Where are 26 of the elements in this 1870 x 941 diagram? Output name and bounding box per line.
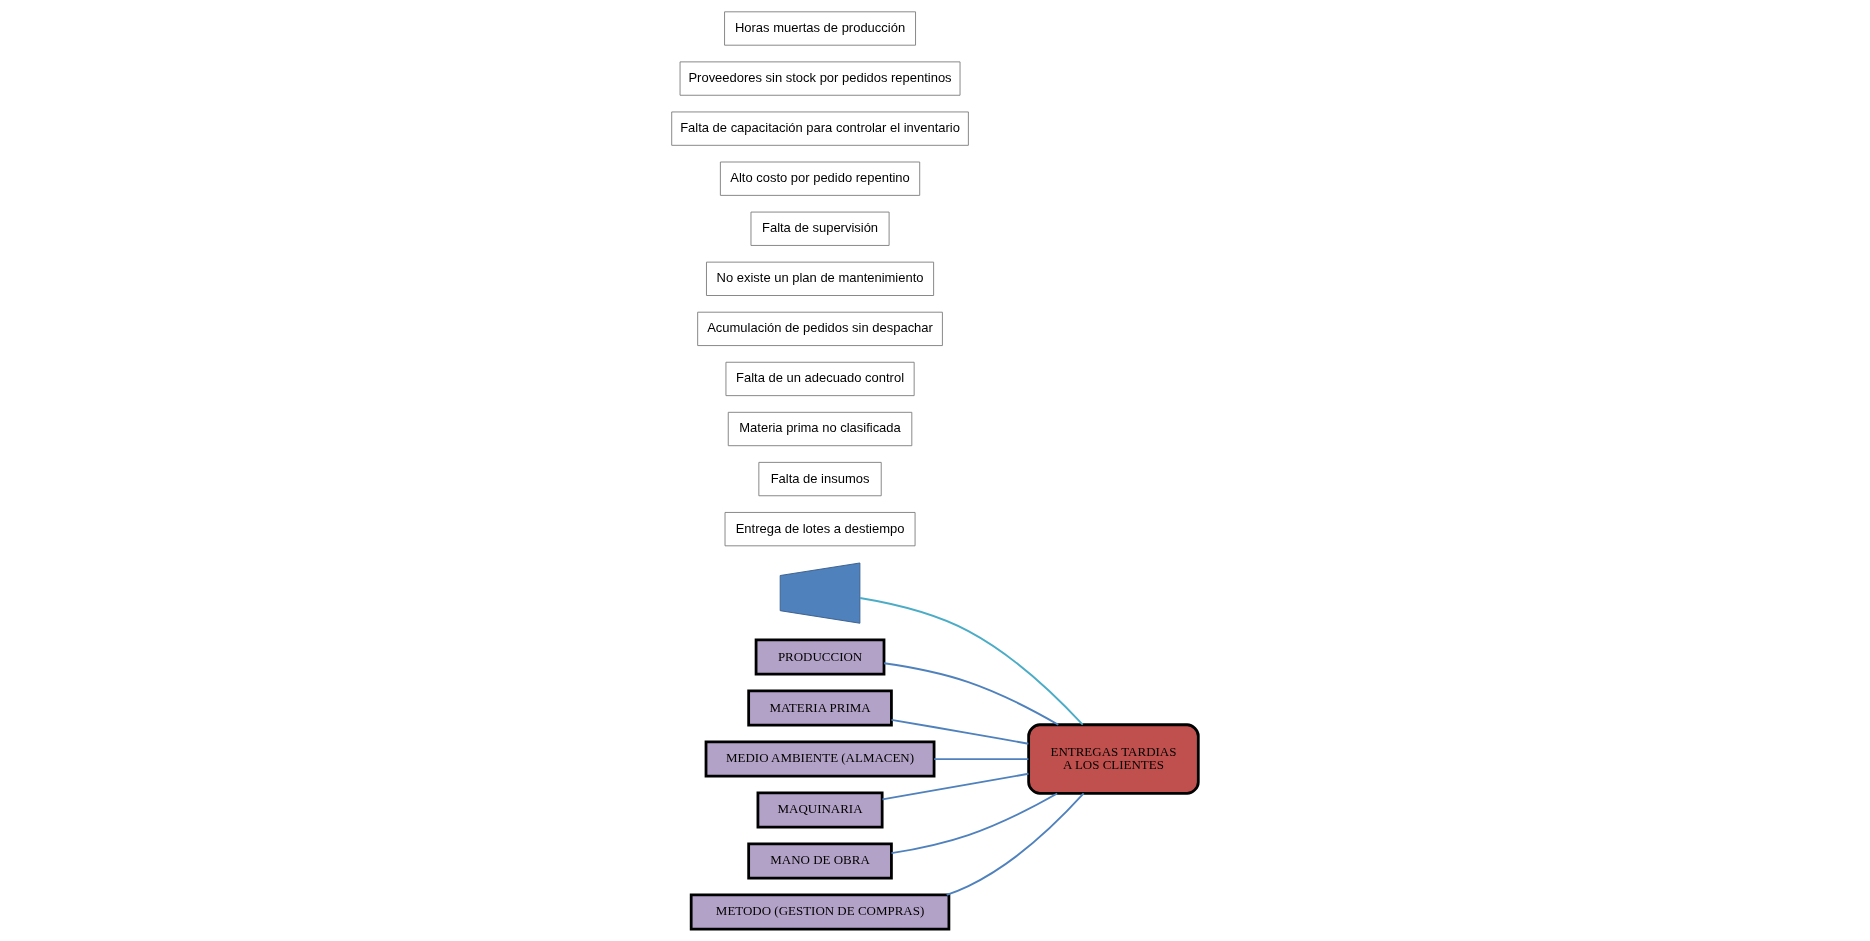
connector (933, 758, 1030, 760)
node-box: PRODUCCION (754, 638, 886, 676)
node-box: Materia prima no clasificada (727, 411, 913, 447)
connector (883, 662, 1060, 726)
node-box: Entrega de lotes a destiempo (724, 512, 916, 547)
node-box: MANO DE OBRA (747, 842, 893, 880)
node-box: MEDIO AMBIENTE (ALMACEN) (704, 740, 936, 778)
connector (890, 718, 1030, 745)
node-box: Falta de un adecuado control (725, 361, 915, 397)
node-box: Alto costo por pedido repentino (719, 161, 921, 196)
node-box: MAQUINARIA (756, 791, 884, 829)
node-box: ENTREGAS TARDIAS A LOS CLIENTES (1027, 723, 1200, 795)
connector (859, 597, 1084, 726)
connector (945, 792, 1085, 896)
connector (881, 772, 1030, 801)
node-box: Falta de supervisión (750, 211, 890, 246)
node-box: No existe un plan de mantenimiento (706, 261, 935, 296)
node-trapezoid (779, 562, 861, 624)
node-box: Proveedores sin stock por pedidos repentinos (679, 61, 961, 96)
node-box: Horas muertas de producción (724, 11, 916, 46)
node-box: Falta de insumos (758, 461, 882, 497)
node-box: Acumulación de pedidos sin despachar (697, 311, 943, 347)
node-box: Falta de capacitación para controlar el inventario (671, 111, 969, 146)
node-box: METODO (GESTION DE COMPRAS) (689, 893, 951, 931)
node-box: MATERIA PRIMA (747, 689, 893, 727)
connector (890, 792, 1059, 855)
